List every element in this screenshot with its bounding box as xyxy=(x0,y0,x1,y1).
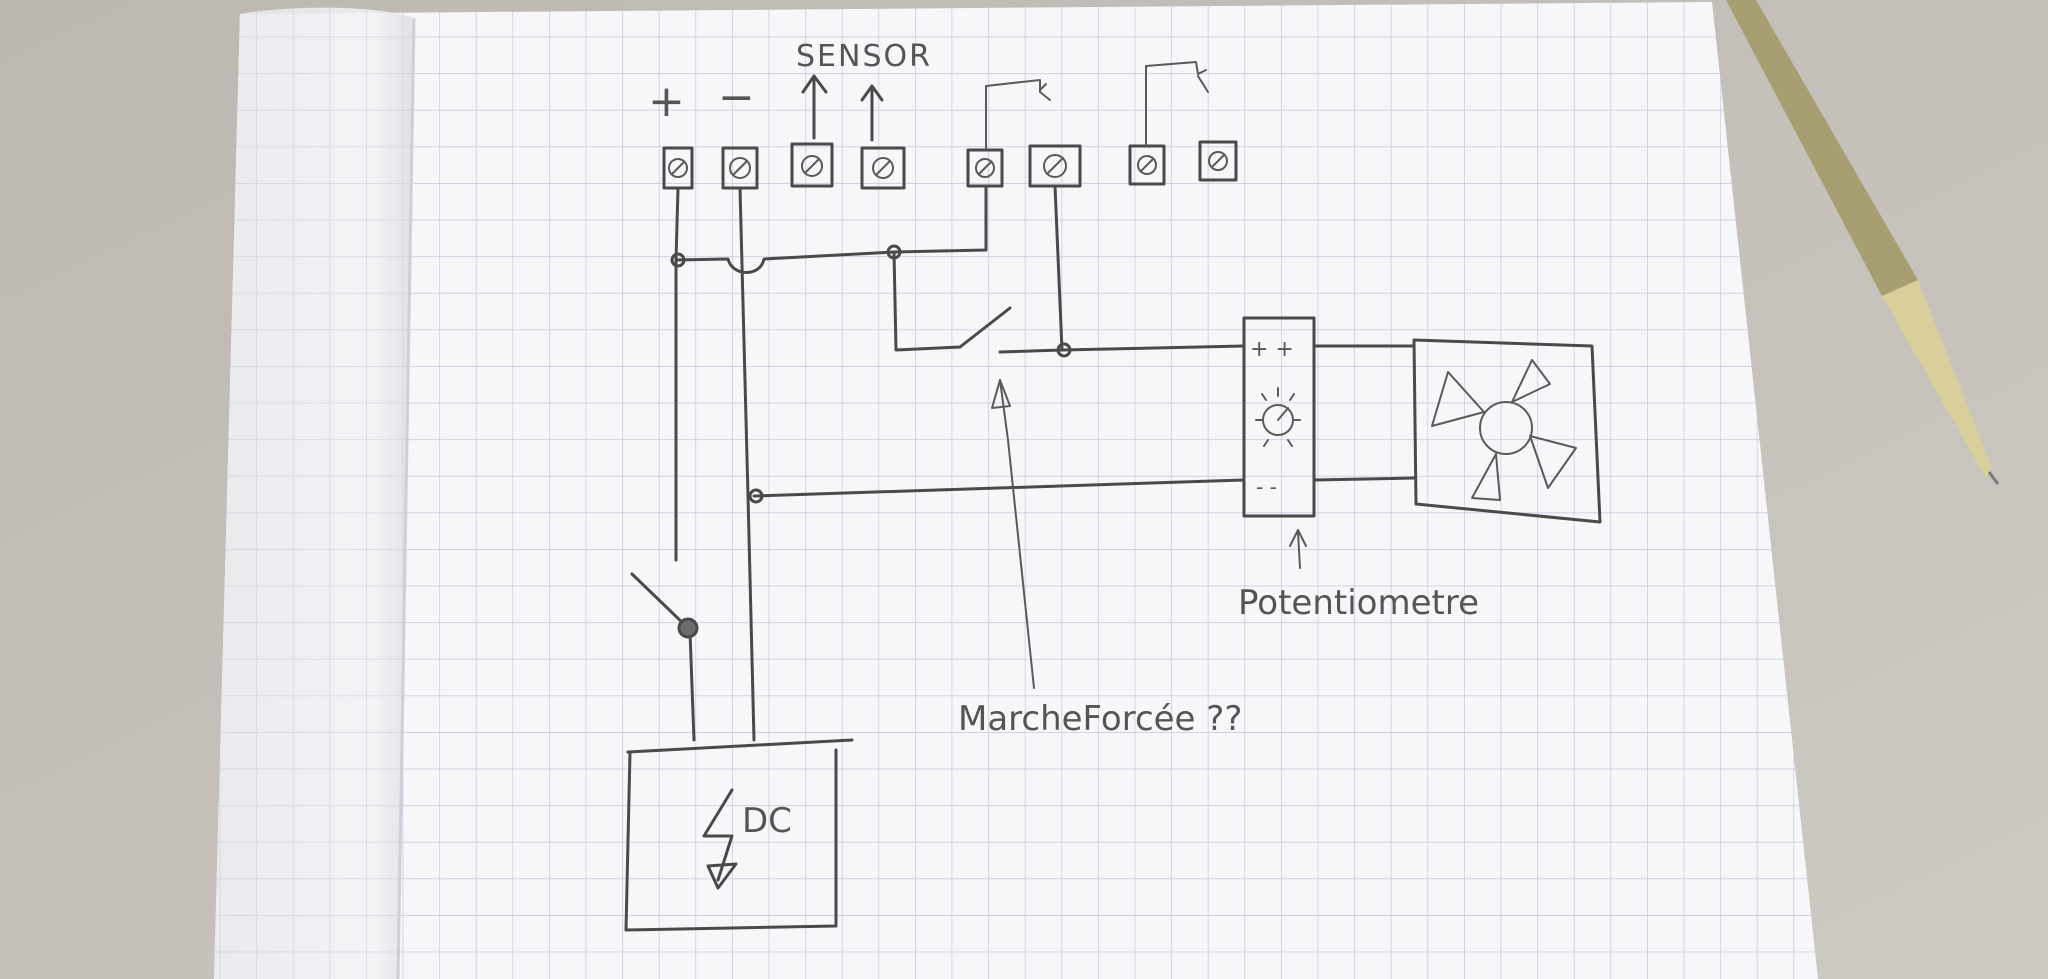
fan xyxy=(1412,338,1602,524)
potentiometer-label: Potentiometre xyxy=(1238,583,1479,623)
pen xyxy=(1726,0,2000,485)
wiring xyxy=(630,184,1416,742)
screw-terminal-icon xyxy=(860,146,906,190)
sensor-arrow-up-icon xyxy=(801,74,884,142)
input-switch-icon xyxy=(630,572,690,630)
power-supply-label: DC xyxy=(742,801,792,841)
switch-icon xyxy=(958,306,1012,349)
notebook-left-page-grid xyxy=(214,7,414,979)
screw-terminal-icon xyxy=(1198,140,1238,182)
svg-text:- -: - - xyxy=(1256,475,1277,499)
page-fold-line xyxy=(396,17,416,979)
relay-contact-icon xyxy=(985,61,1209,149)
screw-terminal-icon xyxy=(790,142,834,188)
forced-run-label: MarcheForcée ?? xyxy=(958,699,1242,739)
notebook-grid xyxy=(214,2,1818,979)
minus-label: − xyxy=(718,72,755,123)
potentiometer: + + - - xyxy=(1242,316,1316,518)
fan-icon xyxy=(1431,359,1577,501)
wire-supply-positive xyxy=(688,630,696,742)
lightning-icon xyxy=(702,788,738,890)
power-supply: DC xyxy=(624,738,854,932)
wire-pot-fan-bottom xyxy=(1312,476,1416,482)
potentiometer-arrow-up-icon xyxy=(1289,529,1307,569)
plus-label: + xyxy=(648,76,685,127)
wire-negative xyxy=(738,186,756,742)
junctions xyxy=(670,244,1072,639)
pen-tip-icon xyxy=(1882,280,1992,478)
wire-to-switch xyxy=(892,250,962,352)
forced-run-arrow-up-icon xyxy=(991,379,1035,689)
pen-body-icon xyxy=(1726,0,1918,296)
wire-bus-bottom xyxy=(752,478,1246,498)
wire-bus-top xyxy=(674,184,988,274)
notebook xyxy=(214,2,1818,979)
knob-icon xyxy=(1255,387,1301,447)
wire-switch-return xyxy=(998,348,1064,354)
sensor-label: SENSOR xyxy=(796,39,932,74)
svg-text:+ +: + + xyxy=(1250,337,1294,362)
